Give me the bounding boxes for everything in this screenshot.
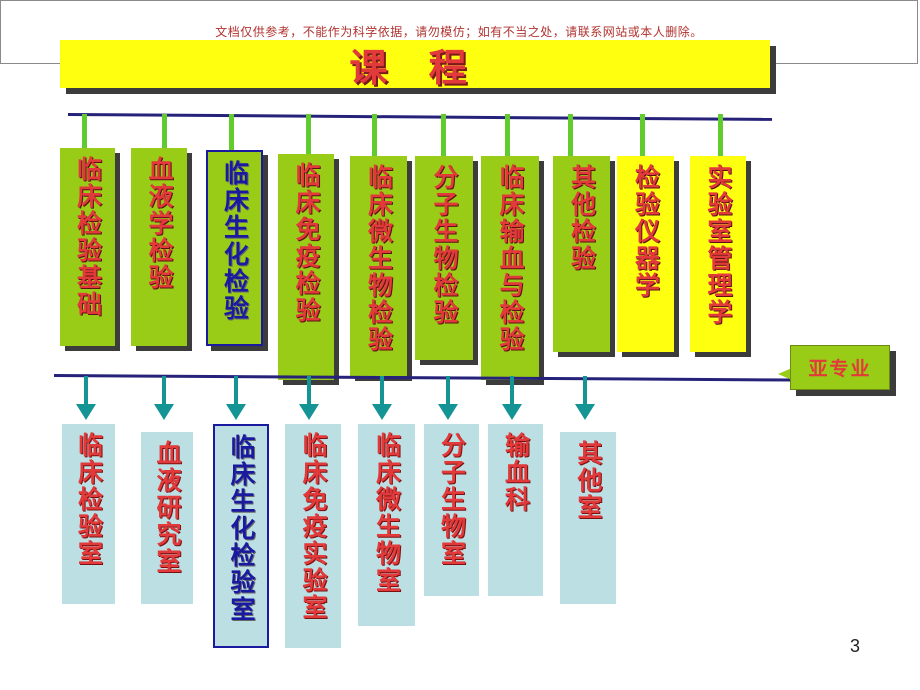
- lab-connector: [307, 376, 311, 406]
- course-connector: [505, 114, 510, 156]
- lab-label: 临床生化检验室: [227, 434, 256, 623]
- lab-label: 血液研究室: [153, 440, 182, 575]
- course-label: 临床微生物检验: [364, 164, 394, 353]
- lab-connector: [84, 376, 88, 406]
- lab-card: 临床生化检验室: [213, 424, 269, 648]
- course-label: 临床输血与检验: [496, 164, 525, 353]
- lab-card: 分子生物室: [424, 424, 479, 596]
- course-connector: [568, 114, 573, 156]
- course-label: 临床检验基础: [73, 156, 103, 318]
- down-arrow-icon: [154, 404, 174, 420]
- course-card: 临床微生物检验: [350, 156, 407, 376]
- course-card: 临床生化检验: [206, 150, 263, 346]
- down-arrow-icon: [372, 404, 392, 420]
- lab-label: 输血科: [501, 432, 531, 513]
- top-connector-line: [67, 113, 772, 121]
- course-label: 实验室管理学: [704, 164, 733, 326]
- course-card: 其他检验: [553, 156, 610, 352]
- lab-card: 其他室: [560, 432, 616, 604]
- course-connector: [82, 114, 87, 148]
- down-arrow-icon: [575, 404, 595, 420]
- course-label: 检验仪器学: [631, 164, 661, 299]
- course-connector: [718, 114, 723, 156]
- lab-connector: [380, 376, 384, 406]
- lab-connector: [234, 376, 238, 406]
- course-card: 检验仪器学: [617, 156, 674, 352]
- down-arrow-icon: [226, 404, 246, 420]
- title-box: 课 程: [60, 40, 770, 90]
- lab-label: 其他室: [574, 440, 603, 521]
- course-connector: [372, 114, 377, 156]
- page-title: 课 程: [349, 45, 481, 90]
- lab-card: 血液研究室: [141, 432, 193, 604]
- course-label: 临床免疫检验: [292, 162, 321, 324]
- lab-connector: [446, 376, 450, 406]
- lab-connector: [162, 376, 166, 406]
- lab-label: 临床微生物室: [372, 432, 402, 594]
- subspecialty-label: 亚专业: [808, 358, 872, 380]
- course-connector: [229, 114, 234, 150]
- lab-card: 临床检验室: [62, 424, 115, 604]
- down-arrow-icon: [299, 404, 319, 420]
- course-card: 临床免疫检验: [278, 154, 334, 380]
- course-label: 血液学检验: [145, 156, 174, 291]
- course-card: 分子生物检验: [415, 156, 473, 360]
- subspecialty-box: 亚专业: [790, 345, 890, 390]
- down-arrow-icon: [76, 404, 96, 420]
- course-card: 血液学检验: [131, 148, 187, 346]
- course-label: 分子生物检验: [430, 164, 459, 326]
- lab-connector: [583, 376, 587, 406]
- lab-label: 分子生物室: [437, 432, 467, 567]
- course-label: 其他检验: [567, 164, 597, 272]
- subspecialty-pointer: [778, 368, 792, 380]
- disclaimer-text: 文档仅供参考，不能作为科学依据，请勿模仿；如有不当之处，请联系网站或本人删除。: [215, 25, 703, 39]
- down-arrow-icon: [502, 404, 522, 420]
- down-arrow-icon: [438, 404, 458, 420]
- lab-label: 临床检验室: [74, 432, 104, 567]
- lab-connector: [510, 376, 514, 406]
- course-connector: [441, 114, 446, 156]
- course-card: 实验室管理学: [690, 156, 746, 352]
- page-number: 3: [850, 636, 861, 656]
- course-card: 临床输血与检验: [481, 156, 539, 380]
- course-label: 临床生化检验: [220, 160, 250, 322]
- course-connector: [162, 114, 167, 148]
- course-connector: [640, 114, 645, 156]
- lab-card: 输血科: [488, 424, 543, 596]
- lab-card: 临床微生物室: [358, 424, 415, 626]
- lab-card: 临床免疫实验室: [285, 424, 341, 648]
- course-connector: [306, 114, 311, 154]
- lab-label: 临床免疫实验室: [299, 432, 328, 621]
- course-card: 临床检验基础: [60, 148, 115, 346]
